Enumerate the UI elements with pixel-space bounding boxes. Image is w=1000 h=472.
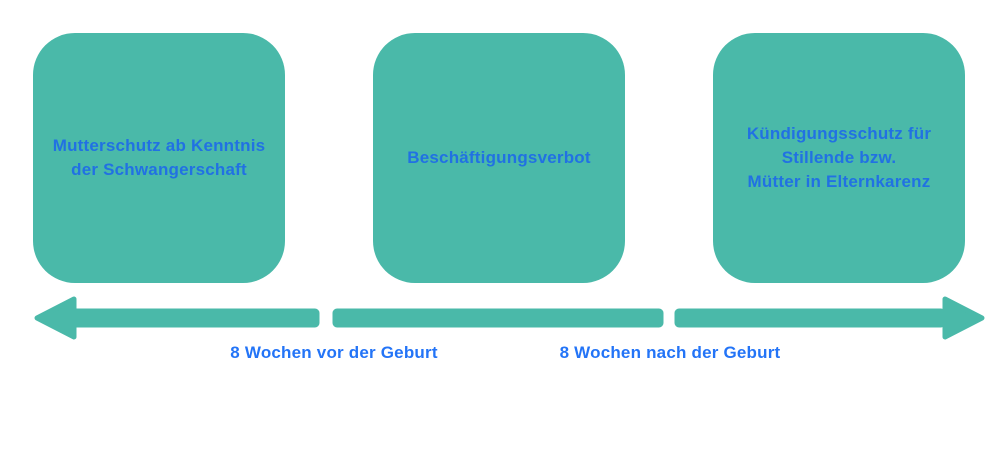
arrow-segment <box>674 308 946 328</box>
timeline-label-after-birth: 8 Wochen nach der Geburt <box>559 343 781 362</box>
double-arrow-icon <box>34 296 985 340</box>
phase-box-label: Mutterschutz ab Kenntnis der Schwangersc… <box>52 136 266 179</box>
phase-box-mutterschutz: Mutterschutz ab Kenntnis der Schwangersc… <box>33 33 285 283</box>
timeline-label-before-birth: 8 Wochen vor der Geburt <box>230 343 438 362</box>
phase-box-label: Beschäftigungsverbot <box>407 148 591 168</box>
phase-box-beschaeftigungsverbot: Beschäftigungsverbot <box>373 33 625 283</box>
arrow-segment <box>332 308 664 328</box>
arrow-segment <box>57 308 320 328</box>
phase-box-label: Kündigungsschutz für Stillende bzw. Mütt… <box>746 124 932 191</box>
phase-box-kuendigungsschutz: Kündigungsschutz für Stillende bzw. Mütt… <box>713 33 965 283</box>
arrowhead-right-icon <box>942 296 985 340</box>
